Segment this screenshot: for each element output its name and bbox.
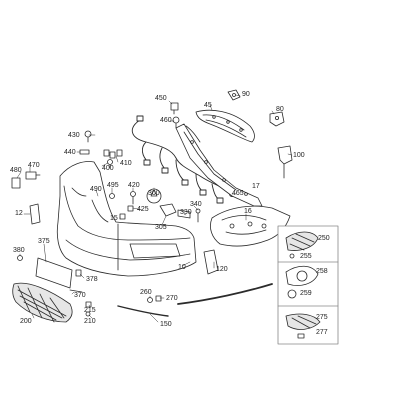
part-480-sensor xyxy=(11,177,21,189)
part-259-ring xyxy=(287,289,297,299)
part-340-bolt xyxy=(195,208,201,223)
part-100-sensor xyxy=(277,145,293,179)
callout-370: 370 xyxy=(74,292,86,299)
callout-150: 150 xyxy=(160,321,172,328)
callout-90: 90 xyxy=(242,91,250,98)
callout-460: 460 xyxy=(160,117,172,124)
callout-430: 430 xyxy=(68,132,80,139)
leader-lines xyxy=(16,94,293,323)
callout-215: 215 xyxy=(84,307,96,314)
callout-490: 490 xyxy=(90,186,102,193)
part-305-camera xyxy=(159,203,177,217)
callout-420: 420 xyxy=(128,182,140,189)
part-wiring-harness xyxy=(131,115,235,204)
callout-277: 277 xyxy=(316,329,328,336)
callout-200: 200 xyxy=(20,318,32,325)
callout-275: 275 xyxy=(316,314,328,321)
callout-15: 15 xyxy=(110,215,118,222)
part-frame-bracket xyxy=(175,123,263,207)
callout-100: 100 xyxy=(293,152,305,159)
part-16-side-support xyxy=(210,205,291,247)
callout-255: 255 xyxy=(300,253,312,260)
callout-470: 470 xyxy=(28,162,40,169)
callout-80: 80 xyxy=(276,106,284,113)
callout-425: 425 xyxy=(137,206,149,213)
part-12-side-bracket xyxy=(29,203,41,225)
part-255-clip xyxy=(289,253,295,259)
part-470-sensor xyxy=(25,171,41,180)
callout-12: 12 xyxy=(15,210,23,217)
callout-380: 380 xyxy=(13,247,25,254)
callout-450: 450 xyxy=(155,95,167,102)
part-270-clip xyxy=(155,295,162,302)
part-45-upper-support xyxy=(195,109,255,143)
callout-16: 16 xyxy=(244,208,252,215)
callout-400: 400 xyxy=(102,165,114,172)
part-275-lower-trim xyxy=(285,313,321,330)
callout-440: 440 xyxy=(64,149,76,156)
part-trim-arc xyxy=(177,283,273,305)
callout-260: 260 xyxy=(140,289,152,296)
part-378-clip xyxy=(75,269,82,277)
callout-340: 340 xyxy=(190,201,202,208)
part-150-trim-strip xyxy=(117,305,169,317)
part-200-lower-grille xyxy=(12,282,73,323)
callout-250: 250 xyxy=(318,235,330,242)
callout-495: 495 xyxy=(107,182,119,189)
callout-17: 17 xyxy=(252,183,260,190)
callout-258: 258 xyxy=(316,268,328,275)
part-400-sensor xyxy=(107,159,113,169)
part-430-clip xyxy=(84,130,92,143)
part-420-bolt xyxy=(130,191,136,205)
part-120-bracket xyxy=(203,249,219,275)
callout-210: 210 xyxy=(84,318,96,325)
callout-259: 259 xyxy=(300,290,312,297)
part-450-clip xyxy=(170,102,179,115)
callout-270: 270 xyxy=(166,295,178,302)
part-440-connector xyxy=(79,149,90,155)
part-258-fog-trim xyxy=(285,265,319,286)
callout-480: 480 xyxy=(10,167,22,174)
part-375-plate-bracket xyxy=(35,257,73,289)
callout-375: 375 xyxy=(38,238,50,245)
part-460-screw xyxy=(172,116,180,129)
part-10-bumper-cover xyxy=(56,161,197,277)
callout-330: 330 xyxy=(180,209,192,216)
callout-45: 45 xyxy=(204,102,212,109)
callout-410: 410 xyxy=(120,160,132,167)
callout-10: 10 xyxy=(178,264,186,271)
part-277-clip xyxy=(297,333,305,339)
part-495-clip xyxy=(109,193,115,199)
callout-305: 305 xyxy=(155,224,167,231)
part-425-clip xyxy=(127,205,134,212)
part-90-bracket xyxy=(227,89,241,101)
part-80-bracket xyxy=(269,111,285,127)
part-215-clip xyxy=(85,301,92,308)
callout-300: 300 xyxy=(148,190,160,197)
part-370-strip xyxy=(69,289,83,293)
part-410-clip xyxy=(103,149,123,159)
callout-465: 465 xyxy=(232,190,244,197)
part-250-fog-grille xyxy=(285,231,319,251)
callout-378: 378 xyxy=(86,276,98,283)
part-15-clip xyxy=(119,213,126,220)
callout-120: 120 xyxy=(216,266,228,273)
